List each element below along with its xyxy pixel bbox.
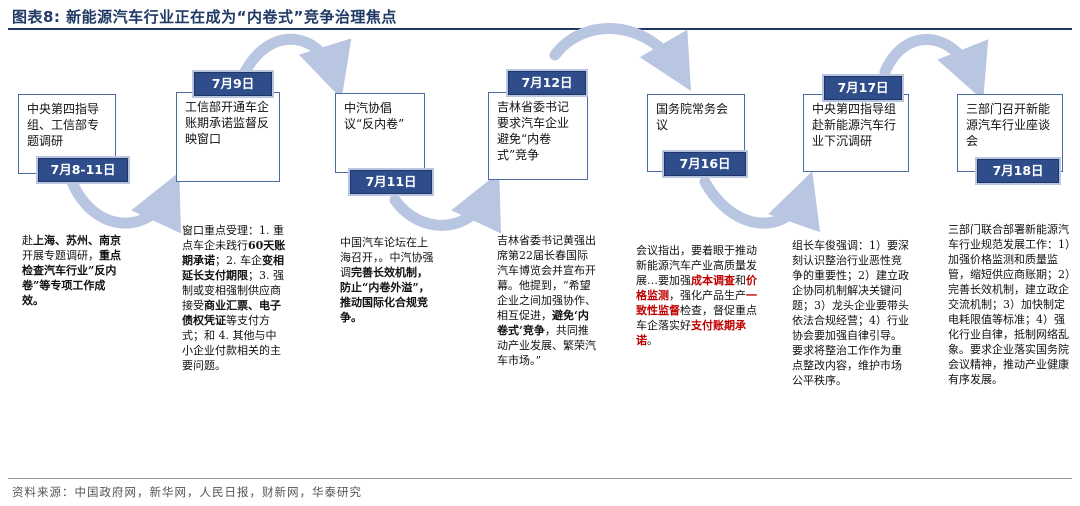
event-box-6: 中央第四指导组赴新能源汽车行业下沉调研 bbox=[803, 94, 909, 172]
note-segment: 会议指出，要着眼于推动新能源汽车产业高质量发展…要加强 bbox=[636, 244, 757, 287]
note-segment: 等支付方式；和 4. 其他与中小企业付款相关的主要问题。 bbox=[182, 314, 281, 372]
note-segment: 赴 bbox=[22, 234, 33, 247]
note-segment: 检查，督促重点车企落实好 bbox=[636, 304, 757, 332]
note-segment: 完善长效机制，防止“内卷外溢”，推动国际化合规竞争。 bbox=[340, 266, 430, 324]
arrow-2-3 bbox=[239, 33, 352, 99]
event-box-3: 中汽协倡议“反内卷” bbox=[335, 93, 425, 173]
note-segment: 重点检查汽车行业”反内卷”等专项工作成效。 bbox=[22, 249, 121, 307]
arrow-4-5 bbox=[549, 23, 692, 92]
note-segment: 60天账期承诺 bbox=[182, 239, 286, 267]
event-note-2: 窗口重点受理：1. 重点车企未践行60天账期承诺；2. 车企变相延长支付期限；3… bbox=[182, 223, 286, 373]
event-note-5: 会议指出，要着眼于推动新能源汽车产业高质量发展…要加强成本调查和价格监测，强化产… bbox=[636, 243, 761, 348]
event-note-6: 组长车俊强调：1）要深刻认识整治行业恶性竞争的重要性；2）建立政企协同机制解决关… bbox=[792, 238, 912, 388]
arrow-6-7 bbox=[879, 33, 989, 101]
title-rule bbox=[8, 28, 1072, 30]
event-date-4: 7月12日 bbox=[508, 71, 586, 95]
note-segment: 上海、苏州、南京 bbox=[33, 234, 121, 247]
note-segment: 组长车俊强调：1）要深刻认识整治行业恶性竞争的重要性；2）建立政企协同机制解决关… bbox=[792, 239, 909, 387]
note-segment: 变相延长支付期限 bbox=[182, 254, 284, 282]
event-note-1: 赴上海、苏州、南京开展专题调研，重点检查汽车行业”反内卷”等专项工作成效。 bbox=[22, 233, 122, 308]
arrow-1-2 bbox=[66, 172, 181, 234]
event-date-5: 7月16日 bbox=[664, 152, 746, 176]
event-note-3: 中国汽车论坛在上海召开，。中汽协强调完善长效机制，防止“内卷外溢”，推动国际化合… bbox=[340, 235, 436, 325]
arrow-5-6 bbox=[699, 171, 821, 233]
note-segment: ，强化产品生产 bbox=[669, 289, 746, 302]
event-date-7: 7月18日 bbox=[977, 159, 1059, 183]
note-segment: 商业汇票、电子债权凭证 bbox=[182, 299, 281, 327]
note-segment: 开展专题调研， bbox=[22, 249, 99, 262]
event-date-1: 7月8-11日 bbox=[38, 158, 128, 182]
note-segment: 吉林省委书记黄强出席第22届长春国际汽车博览会并宣布开幕。他提到，“希望企业之间… bbox=[497, 234, 596, 322]
note-segment: 窗口重点受理：1. 重点车企未践行 bbox=[182, 224, 284, 252]
event-box-4: 吉林省委书记要求汽车企业避免“内卷式”竞争 bbox=[488, 92, 588, 180]
note-segment: 。 bbox=[647, 334, 658, 347]
event-box-2: 工信部开通车企账期承诺监督反映窗口 bbox=[176, 92, 280, 182]
note-segment: ；3. 强制或变相强制供应商接受 bbox=[182, 269, 284, 312]
event-date-6: 7月17日 bbox=[824, 76, 902, 100]
note-segment: ，共同推动产业发展、繁荣汽车市场。” bbox=[497, 324, 596, 367]
note-segment: 成本调查 bbox=[691, 274, 735, 287]
footer-rule bbox=[8, 478, 1072, 479]
note-segment: ；2. 车企 bbox=[215, 254, 262, 267]
note-segment: 和 bbox=[735, 274, 746, 287]
event-note-4: 吉林省委书记黄强出席第22届长春国际汽车博览会并宣布开幕。他提到，“希望企业之间… bbox=[497, 233, 597, 368]
figure-title: 图表8: 新能源汽车行业正在成为“内卷式”竞争治理焦点 bbox=[12, 8, 397, 26]
note-segment: 中国汽车论坛在上海召开，。中汽协强调 bbox=[340, 236, 434, 279]
event-date-3: 7月11日 bbox=[350, 170, 432, 194]
note-segment: 支付账期承诺 bbox=[636, 319, 746, 347]
arrow-3-4 bbox=[389, 172, 501, 234]
note-segment: 一致性监督 bbox=[636, 289, 757, 317]
note-segment: 避免‘内卷式’竞争 bbox=[497, 309, 589, 337]
event-date-2: 7月9日 bbox=[194, 72, 272, 96]
event-note-7: 三部门联合部署新能源汽车行业规范发展工作：1）加强价格监测和质量监管，缩短供应商… bbox=[948, 222, 1072, 387]
note-segment: 三部门联合部署新能源汽车行业规范发展工作：1）加强价格监测和质量监管，缩短供应商… bbox=[948, 223, 1071, 386]
note-segment: 价格监测 bbox=[636, 274, 757, 302]
source-note: 资料来源：中国政府网，新华网，人民日报，财新网，华泰研究 bbox=[12, 485, 362, 499]
